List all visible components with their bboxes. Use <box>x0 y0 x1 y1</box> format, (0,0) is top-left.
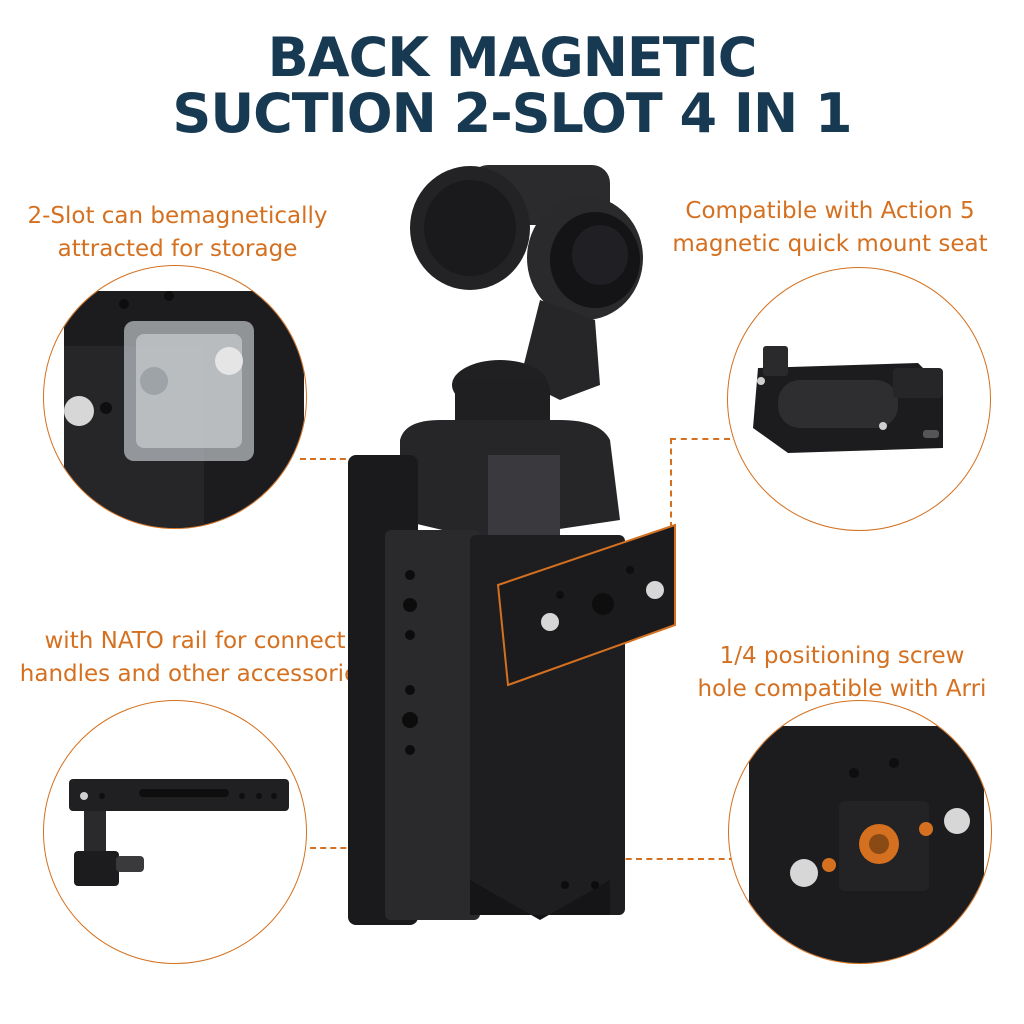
callout-arri-screw-line-1: 1/4 positioning screw <box>719 643 965 669</box>
callout-action5-compat-line-1: Compatible with Action 5 <box>685 198 975 224</box>
nato-rail-detail <box>69 779 289 886</box>
callout-nato-rail: with NATO rail for connect handles and o… <box>0 625 390 691</box>
callout-nato-rail-line-2: handles and other accessories <box>19 661 371 687</box>
magnetic-plate-highlight <box>496 523 676 687</box>
page-title: BACK MAGNETIC SUCTION 2-SLOT 4 IN 1 <box>0 30 1024 142</box>
callout-magnetic-storage-line-2: attracted for storage <box>57 236 298 262</box>
magnetic-slot-detail <box>64 291 304 528</box>
callout-magnetic-storage-line-1: 2-Slot can bemagnetically <box>27 203 328 229</box>
gimbal-head <box>410 165 643 440</box>
arri-screw-detail <box>749 726 984 963</box>
title-line-2: SUCTION 2-SLOT 4 IN 1 <box>172 82 852 145</box>
callout-arri-screw-line-2: hole compatible with Arri <box>697 676 987 702</box>
callout-magnetic-storage: 2-Slot can bemagnetically attracted for … <box>0 200 355 266</box>
callout-nato-rail-line-1: with NATO rail for connect <box>44 628 346 654</box>
leader-line-top-right-vertical <box>670 438 672 528</box>
action5-mount-detail <box>753 346 943 453</box>
title-line-1: BACK MAGNETIC <box>267 26 758 89</box>
detail-circle-action5-mount <box>727 267 991 531</box>
callout-action5-compat-line-2: magnetic quick mount seat <box>672 231 988 257</box>
camera-body <box>400 420 620 540</box>
detail-circle-magnetic-slot <box>43 265 307 529</box>
callout-arri-screw: 1/4 positioning screw hole compatible wi… <box>672 640 1012 706</box>
detail-circle-nato-rail <box>43 700 307 964</box>
leader-line-bottom-right <box>605 858 735 860</box>
leader-line-top-right <box>670 438 730 440</box>
detail-circle-arri-screw <box>728 700 992 964</box>
callout-action5-compat: Compatible with Action 5 magnetic quick … <box>650 195 1010 261</box>
